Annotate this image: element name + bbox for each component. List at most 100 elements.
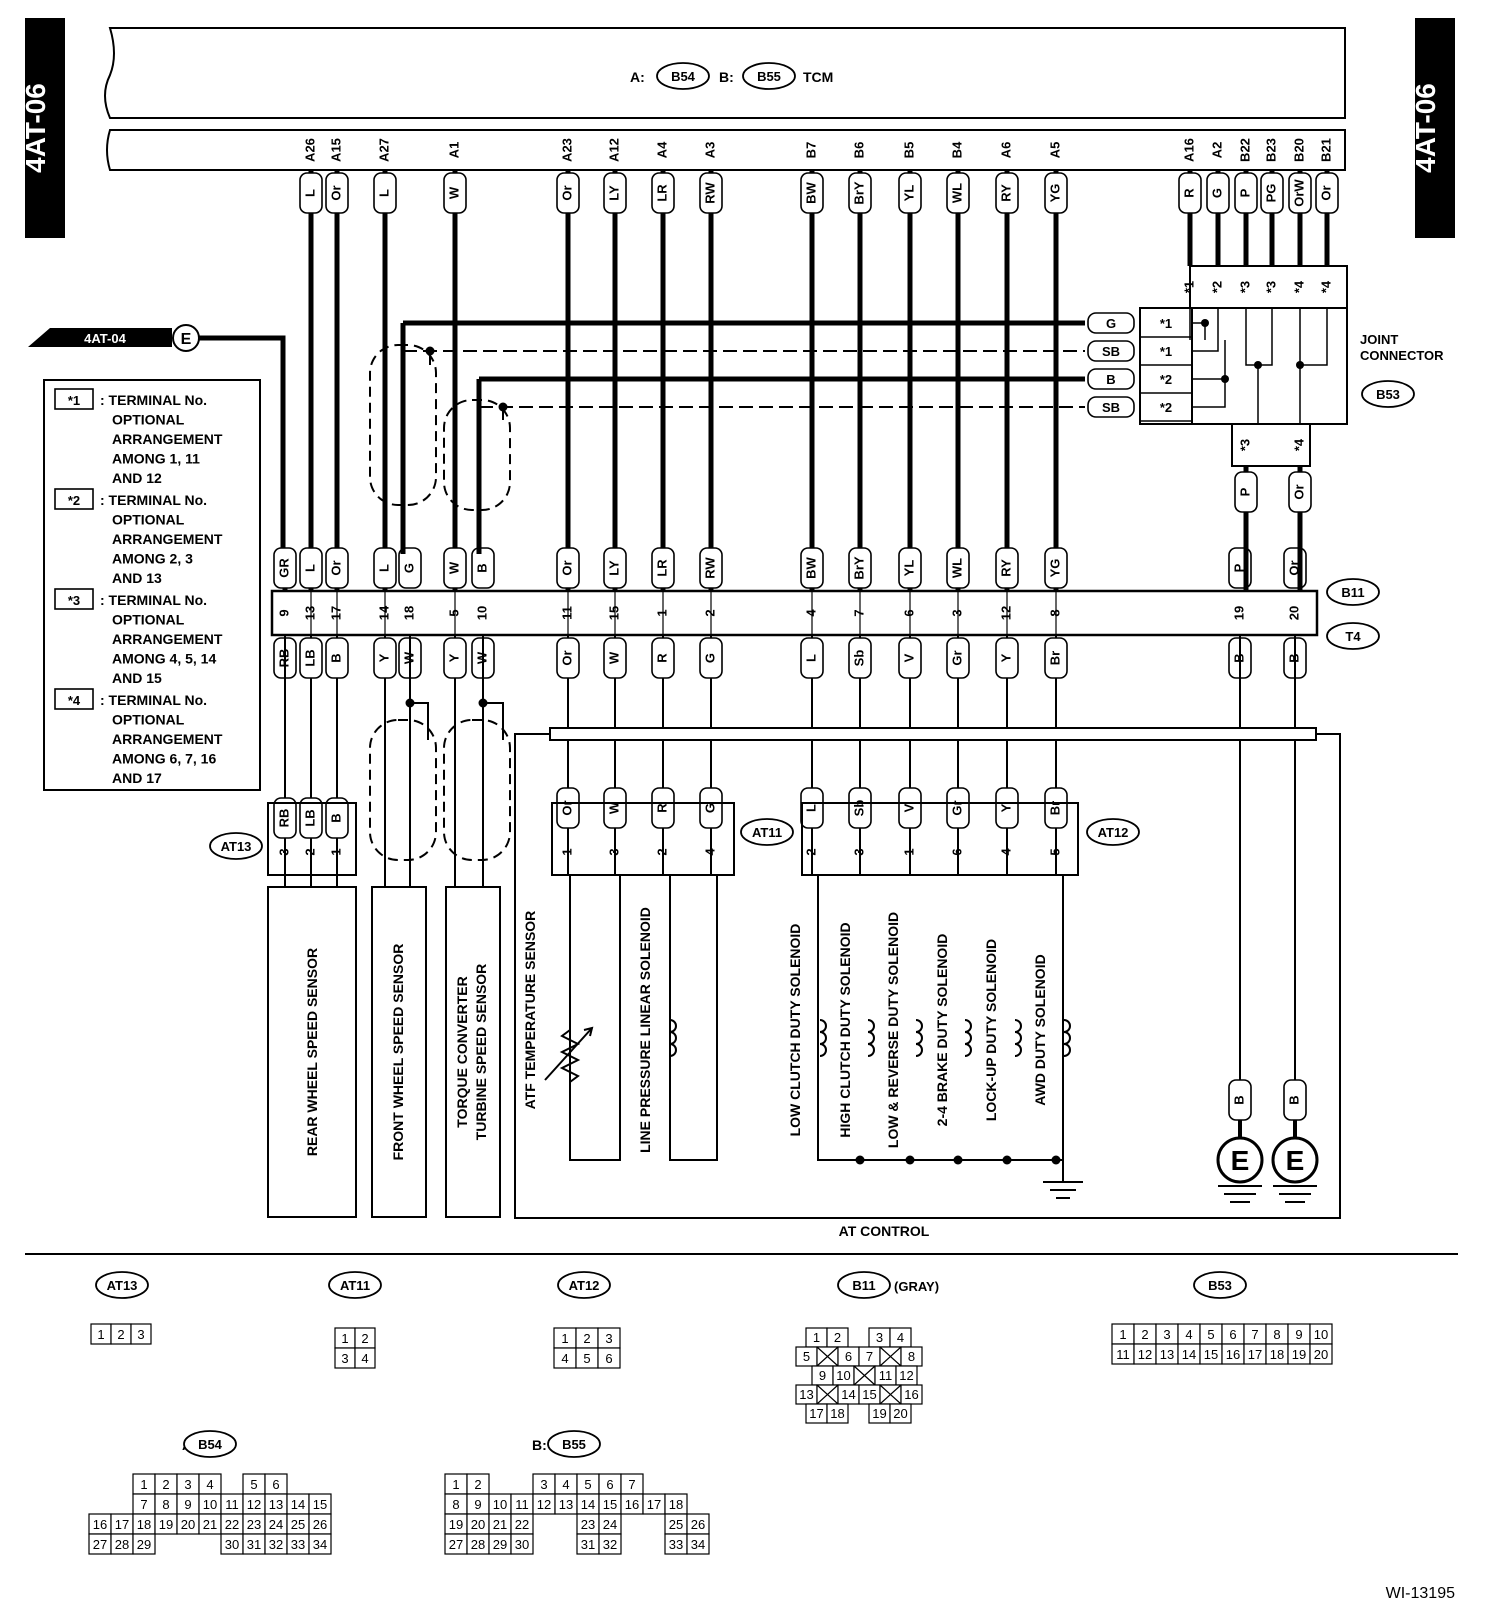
b53-pin: 10 [1314, 1327, 1328, 1342]
joint-tcm-pin: B23 [1263, 138, 1278, 162]
note-line: AMONG 6, 7, 16 [112, 751, 216, 767]
rear-sensor-label: REAR WHEEL SPEED SENSOR [304, 948, 320, 1156]
b55-pin: 11 [515, 1497, 529, 1512]
b54-pin: 17 [115, 1517, 129, 1532]
sensor-wire-tag-box [273, 797, 297, 839]
b55-pin: 29 [493, 1537, 507, 1552]
b11-pin: 20 [893, 1406, 907, 1421]
joint-side-term: *2 [1160, 372, 1172, 387]
note-mark-box [54, 388, 94, 410]
wire-color-tag-t4-box [946, 637, 970, 679]
wire-color-tag-b11: BW [803, 556, 818, 578]
tcm-pin-label: A6 [998, 142, 1013, 159]
sensor-pin-number: 3 [851, 848, 866, 855]
b55-pin: 14 [581, 1497, 595, 1512]
sensor-pin-number: 3 [276, 848, 291, 855]
wire-color-tag-box [800, 172, 824, 214]
at11-label: AT11 [752, 825, 782, 840]
joint-bottom-color: P [1237, 487, 1252, 496]
joint-side-color: G [1106, 316, 1116, 331]
wire-color-tag: RY [998, 184, 1013, 202]
tcm-conn-a: B54 [671, 69, 696, 84]
b55-cell [686, 1533, 710, 1555]
wire-color-tag-box [603, 172, 627, 214]
b54-cell [308, 1533, 332, 1555]
b55-pin: 33 [669, 1537, 683, 1552]
joint-side-term: *1 [1160, 344, 1172, 359]
note-line: : TERMINAL No. [100, 592, 207, 608]
wire-color-tag: L [302, 189, 317, 197]
wire-color-tag-box [373, 172, 397, 214]
ground-wire-tag: B [1231, 1095, 1246, 1104]
b11-pin: 19 [872, 1406, 886, 1421]
joint-color-tag: R [1181, 188, 1196, 198]
line-solenoid-label: LINE PRESSURE LINEAR SOLENOID [637, 907, 653, 1153]
wire-color-tag: RW [702, 182, 717, 204]
wire-color-tag-t4: G [702, 653, 717, 663]
extra-color-tag: GR [276, 558, 291, 578]
extra-color-tag-t4: B [1231, 653, 1246, 662]
b11-pin-number: 5 [446, 609, 461, 616]
b11-pin: 12 [899, 1368, 913, 1383]
b54-pin: 2 [162, 1477, 169, 1492]
figure-id: WI-13195 [1386, 1585, 1455, 1602]
note-line: : TERMINAL No. [100, 692, 207, 708]
note-mark-box [54, 588, 94, 610]
wire-color-tag-t4-box [651, 637, 675, 679]
b55-pin: 19 [449, 1517, 463, 1532]
joint-bottom-color-box [1234, 471, 1258, 513]
tcm-pin-label: A5 [1047, 142, 1062, 159]
b54-pin: 12 [247, 1497, 261, 1512]
b55-pin: 24 [603, 1517, 617, 1532]
extra-color-tag: B [474, 563, 489, 572]
joint-side-term: *1 [1160, 316, 1172, 331]
b54-pin: 6 [272, 1477, 279, 1492]
b55-pin: 28 [471, 1537, 485, 1552]
wire-color-tag-box [898, 172, 922, 214]
note-mark: *3 [68, 593, 80, 608]
lockup-solenoid-label: LOCK-UP DUTY SOLENOID [983, 939, 999, 1121]
wire-color-tag-box [699, 172, 723, 214]
view-b54: B54 [198, 1437, 223, 1452]
wire-color-tag-b11: W [446, 561, 461, 574]
wire-color-tag: LY [606, 185, 621, 201]
notes-box: *1: TERMINAL No.OPTIONALARRANGEMENTAMONG… [43, 379, 261, 791]
b54-pin: 8 [162, 1497, 169, 1512]
view-b55: B55 [562, 1437, 586, 1452]
b11-pin-number: 11 [559, 606, 574, 620]
wire-color-tag-b11: YL [901, 560, 916, 577]
sensor-wire-tag: R [654, 803, 669, 813]
b11-pin: 17 [809, 1406, 823, 1421]
wire-color-tag-t4: Y [376, 653, 391, 662]
ground-symbol-text: E [1286, 1145, 1305, 1176]
note-line: OPTIONAL [112, 712, 185, 728]
sensor-wire-tag-box [898, 787, 922, 829]
b11-conn-label: B11 [1341, 585, 1364, 600]
joint-term: *2 [1209, 281, 1224, 293]
sensor-pin-number: 4 [702, 848, 717, 856]
wire-color-tag-b11-box [995, 547, 1019, 589]
at-control-block: AT CONTROL [514, 727, 1341, 1239]
wire-color-tag: BW [803, 181, 818, 203]
wire-color-tag-b11-box [443, 547, 467, 589]
joint-side-color: SB [1102, 344, 1120, 359]
view-at12: AT12 [569, 1278, 600, 1293]
joint-term: *1 [1181, 281, 1196, 293]
joint-color-tag-box [1206, 172, 1230, 214]
at13-label: AT13 [221, 839, 252, 854]
b11-pin-number: 19 [1231, 606, 1246, 620]
at12-pin: 2 [583, 1331, 590, 1346]
b53-pin: 3 [1163, 1327, 1170, 1342]
b53-pin: 5 [1207, 1327, 1214, 1342]
note-line: OPTIONAL [112, 412, 185, 428]
sensor-pin-number: 4 [998, 848, 1013, 856]
view-b-prefix: B: [532, 1437, 547, 1453]
at11-pin: 3 [341, 1351, 348, 1366]
wire-color-tag-t4: V [901, 653, 916, 662]
b54-pin: 22 [225, 1517, 239, 1532]
b53-pin: 1 [1119, 1327, 1126, 1342]
wire-color-tag-t4: W [606, 651, 621, 664]
b54-pin: 5 [250, 1477, 257, 1492]
b55-pin: 23 [581, 1517, 595, 1532]
